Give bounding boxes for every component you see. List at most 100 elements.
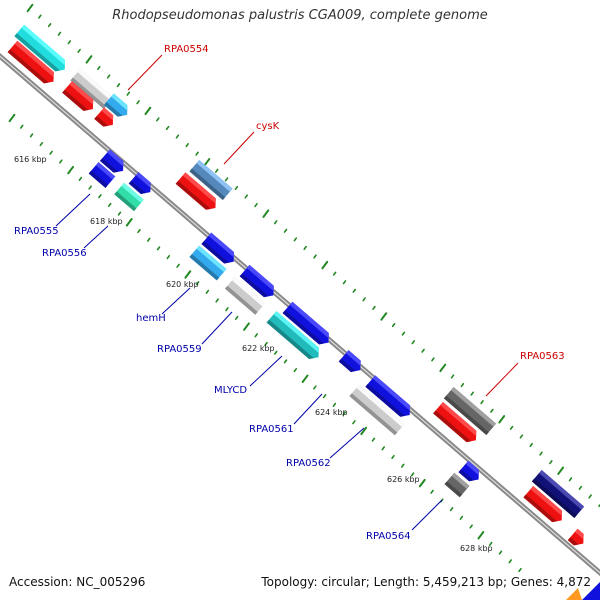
rpa0555-label: RPA0555 [14, 226, 59, 237]
mlycd-gene-arrow [266, 311, 319, 359]
tick-mark [303, 245, 307, 251]
tick-mark [49, 150, 53, 155]
tick-mark [126, 91, 131, 96]
rpa0554-connector [127, 54, 163, 91]
rpa0555-a-gene-arrow [100, 149, 124, 173]
tick-mark [598, 503, 600, 508]
cysk-red-gene-arrow [175, 172, 216, 210]
tick-mark [59, 159, 63, 164]
rpa-blue3-gene-arrow [282, 301, 329, 345]
cysk-label: cysK [256, 121, 280, 132]
rpa0561-gene-arrow [338, 350, 361, 372]
map-title: Rhodopseudomonas palustris CGA009, compl… [112, 8, 488, 23]
kbp-label: 628 kbp [460, 544, 493, 553]
tick-mark [449, 507, 454, 512]
rpa0554-red-gene-arrow [7, 40, 54, 84]
rpa0556-label: RPA0556 [42, 248, 87, 259]
tick-mark [460, 382, 465, 388]
rpa0561-label: RPA0561 [249, 424, 294, 435]
tick-mark [529, 442, 533, 448]
rpa0562-connector [329, 427, 365, 459]
tick-mark [20, 124, 24, 129]
tick-mark [391, 454, 395, 460]
kbp-label: 622 kbp [242, 344, 275, 353]
tick-mark [410, 472, 415, 477]
tick-mark [313, 385, 317, 390]
tick-mark [459, 515, 464, 520]
tick-mark [321, 260, 329, 270]
accession-text: Accession: NC_005296 [9, 575, 146, 589]
tick-mark [352, 420, 356, 425]
tick-mark [215, 298, 219, 303]
tick-mark [107, 202, 112, 208]
tick-mark [39, 141, 44, 147]
tick-mark [401, 331, 406, 336]
tick-mark [342, 411, 346, 416]
tick-mark [234, 185, 239, 191]
rpa-blue4-gene-arrow [365, 375, 411, 417]
tick-mark [106, 74, 111, 79]
tick-mark [431, 357, 435, 362]
tick-mark [78, 176, 83, 181]
tick-mark [98, 194, 102, 199]
rpa0556-gene-arrow [114, 182, 144, 212]
tick-mark [381, 446, 385, 451]
tick-mark [322, 394, 327, 399]
rpa0564-blue-gene-arrow [458, 460, 479, 482]
rpa0555-connector [55, 193, 91, 227]
tick-mark [421, 348, 425, 353]
tick-mark [372, 305, 376, 310]
tick-mark [490, 408, 494, 413]
gene-features [7, 24, 600, 600]
tick-mark [144, 106, 152, 116]
tick-mark [283, 359, 288, 364]
tick-mark [342, 280, 347, 285]
tick-mark [67, 165, 75, 175]
tick-mark [362, 297, 366, 302]
rpa0563-label: RPA0563 [520, 351, 565, 362]
hemh-gene-arrow [189, 245, 227, 281]
corner-gene-arrow [582, 582, 600, 600]
rpa0554-red3-gene-arrow [94, 107, 114, 127]
mlycd-label: MLYCD [214, 385, 247, 396]
tick-mark [85, 55, 93, 64]
rpa0555-c-gene-arrow [128, 172, 151, 194]
navy-gene-gene-arrow [531, 470, 585, 518]
rpa-blue2-gene-arrow [239, 264, 274, 298]
kbp-label: 624 kbp [315, 408, 348, 417]
tick-mark [195, 151, 199, 156]
tick-marks [8, 3, 600, 573]
tick-mark [293, 237, 298, 242]
tick-mark [38, 14, 42, 19]
tick-mark [450, 374, 455, 379]
rpa0559-gene-arrow [224, 277, 266, 315]
tick-mark [283, 228, 288, 233]
tick-mark [430, 489, 434, 494]
tick-mark [243, 322, 250, 331]
tick-mark [254, 203, 258, 208]
tick-mark [539, 451, 543, 456]
tick-mark [224, 177, 229, 182]
tick-mark [274, 350, 278, 355]
rpa0554-top-gene-arrow [14, 24, 66, 72]
tick-mark [195, 281, 200, 286]
rpa0559-connector [201, 311, 233, 345]
tick-mark [234, 315, 239, 321]
tick-mark [470, 391, 475, 396]
tick-mark [225, 307, 229, 312]
tick-mark [371, 437, 376, 442]
tick-mark [332, 402, 337, 407]
rpa0562-gene-arrow [349, 384, 405, 436]
tick-mark [136, 100, 140, 105]
tick-mark [147, 237, 151, 242]
tick-mark [116, 83, 121, 88]
tick-mark [205, 289, 210, 294]
tick-mark [578, 485, 583, 490]
tick-mark [8, 113, 16, 123]
red-small-end-gene-arrow [567, 528, 584, 546]
rpa0554-red2-gene-arrow [62, 81, 94, 111]
hemh-label: hemH [136, 313, 166, 324]
topology-summary: Topology: circular; Length: 5,459,213 bp… [261, 575, 591, 589]
